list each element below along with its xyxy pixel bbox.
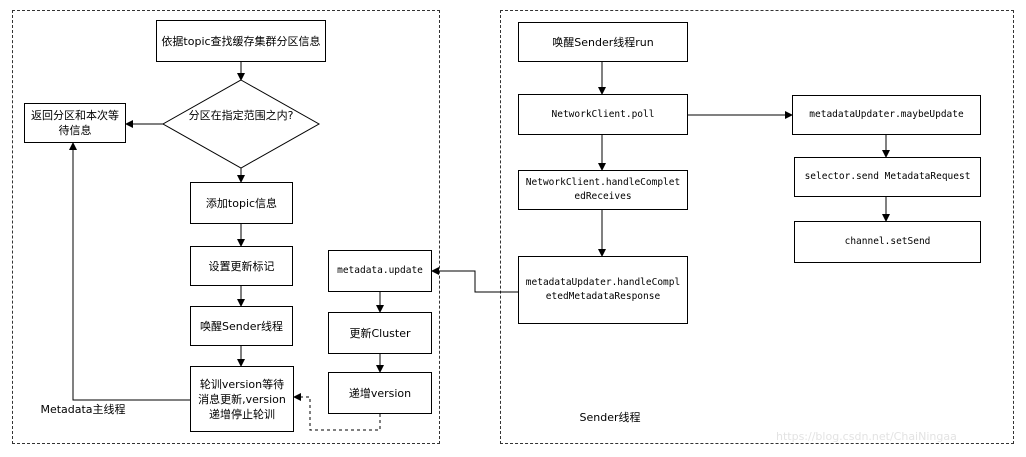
node-lookup-partition: 依据topic查找缓存集群分区信息 [156,20,326,62]
decision-diamond [161,79,321,169]
main-thread-label: Metadata主线程 [40,403,126,416]
node-handle-completed-text: NetworkClient.handleCompletedReceives [525,177,681,202]
node-poll-version-text: 轮训version等待消息更新,version递增停止轮训 [198,377,286,421]
node-add-topic-text: 添加topic信息 [205,196,278,210]
node-set-update-flag: 设置更新标记 [190,246,293,286]
node-wake-sender-text: 唤醒Sender线程 [200,319,283,333]
node-selector-send: selector.send MetadataRequest [794,157,981,197]
node-update-cluster-text: 更新Cluster [349,326,411,340]
node-set-send-text: channel.setSend [844,236,931,247]
node-wake-sender: 唤醒Sender线程 [190,306,293,346]
node-add-topic: 添加topic信息 [190,182,293,224]
main-thread-group [12,10,440,444]
arrow-poll-loop-to-return [69,142,190,401]
node-wake-run-text: 唤醒Sender线程run [552,35,654,49]
arrow-handle-metadata-to-metadata-update [431,267,518,293]
watermark: https://blog.csdn.net/ChaiNingaa [776,430,957,443]
node-increment-version-text: 递增version [348,386,412,400]
arrow-version-to-poll [293,393,381,431]
node-poll-version: 轮训version等待消息更新,version递增停止轮训 [190,366,294,432]
sender-thread-label: Sender线程 [579,411,641,424]
node-update-cluster: 更新Cluster [328,312,432,354]
node-return-partition: 返回分区和本次等待信息 [24,103,126,143]
node-decision-text: 分区在指定范围之内? [188,109,294,122]
node-maybe-update: metadataUpdater.maybeUpdate [792,95,981,135]
node-selector-send-text: selector.send MetadataRequest [804,171,971,182]
node-wake-sender-run: 唤醒Sender线程run [518,22,688,62]
node-return-text: 返回分区和本次等待信息 [31,109,119,137]
node-channel-set-send: channel.setSend [794,221,981,263]
node-handle-metadata-text: metadataUpdater.handleCompletedMetadataR… [525,277,681,302]
node-handle-completed-receives: NetworkClient.handleCompletedReceives [518,170,688,210]
node-network-poll: NetworkClient.poll [518,94,688,135]
node-metadata-update-text: metadata.update [337,265,423,276]
node-set-flag-text: 设置更新标记 [208,259,275,273]
node-maybe-update-text: metadataUpdater.maybeUpdate [809,109,964,120]
node-increment-version: 递增version [328,372,432,414]
sender-thread-group [500,10,1014,444]
node-poll-text: NetworkClient.poll [551,108,655,120]
node-lookup-text: 依据topic查找缓存集群分区信息 [161,34,321,48]
node-metadata-update: metadata.update [328,250,432,292]
node-handle-metadata-response: metadataUpdater.handleCompletedMetadataR… [518,256,688,324]
